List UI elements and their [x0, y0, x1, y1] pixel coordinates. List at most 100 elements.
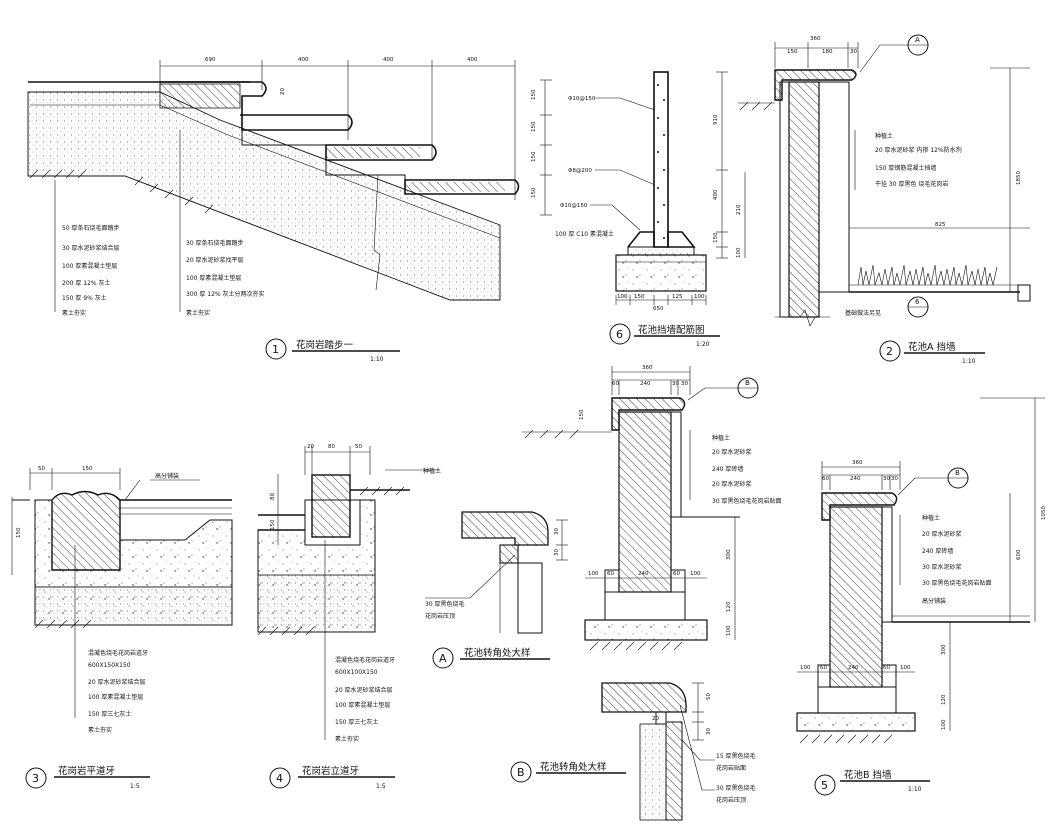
dim-400-a: 400 [298, 57, 309, 63]
note-2-5: 基础做法另见 [845, 309, 881, 317]
dim-b-20: 20 [652, 716, 659, 722]
note-5-3: 240 厚砖墙 [922, 547, 953, 555]
dim-5-120: 120 [941, 694, 947, 705]
detail-2-balloon [879, 340, 901, 362]
detail-3-title: 花岗岩平道牙 [58, 765, 115, 777]
callout-b-m-text: B [745, 379, 750, 387]
detail-5-scale: 1:10 [908, 786, 922, 793]
dim-150-a: 150 [531, 89, 537, 100]
note-b-4: 花岗岩压顶 [716, 796, 746, 804]
detail-4-title: 花岗岩立道牙 [302, 765, 359, 777]
detail-2-planter-a-wall: 360 150 180 30 1850 825 A 6 [738, 34, 1031, 365]
dim-360-a: 360 [810, 36, 821, 42]
dim-5-30b: 30 [891, 476, 898, 482]
note-3-5: 150 厚三七灰土 [88, 710, 131, 718]
note-4-2: 600X100X150 [335, 669, 378, 676]
detail-b-title: 花池转角处大样 [540, 761, 607, 773]
note-1-l5: 150 厚 9% 灰土 [62, 294, 107, 302]
dim-150-a2: 150 [787, 49, 798, 55]
note-3-3: 20 厚水泥砂浆结合层 [88, 678, 146, 686]
detail-6-scale: 1:20 [696, 341, 710, 348]
detail-3-flat-curb: 50 150 150 高分铺装 混凝色烧毛花岗岩道牙 600X150X150 2… [11, 466, 233, 790]
note-3-6: 素土夯实 [88, 726, 112, 734]
note-4-6: 素土夯实 [335, 735, 359, 743]
dim-1850: 1850 [1016, 171, 1022, 185]
detail-1-scale: 1:10 [370, 356, 384, 363]
rebar-3: Φ10@150 [560, 203, 588, 209]
note-1-l1: 50 厚条石烧毛面踏步 [62, 224, 120, 232]
dim-5-600: 600 [1016, 549, 1022, 560]
dim-m-100b: 100 [690, 571, 701, 577]
detail-3-number: 3 [32, 772, 39, 785]
detail-2-title: 花池A 挡墙 [908, 341, 956, 353]
detail-6-title: 花池挡墙配筋图 [638, 324, 705, 336]
dim-m-120: 120 [726, 601, 732, 612]
dim-400-c: 400 [467, 57, 478, 63]
rebar-2: Φ8@200 [568, 168, 592, 174]
dim-5-240: 240 [850, 476, 861, 482]
detail-1-number: 1 [272, 343, 279, 356]
note-2-2: 20 厚水泥砂浆 内掺 12%防水剂 [875, 146, 962, 154]
detail-a-label: A [439, 652, 447, 665]
detail-1-stone-steps: 690 400 400 400 150 150 150 150 20 [27, 57, 552, 363]
dim-5-100a: 100 [800, 665, 811, 671]
note-3-4: 100 厚素混凝土垫层 [88, 693, 143, 701]
note-m-3: 240 厚砖墙 [712, 465, 743, 473]
dim-3-150: 150 [82, 466, 93, 472]
dim-5-100b: 100 [900, 665, 911, 671]
note-m-4: 20 厚水泥砂浆 [712, 480, 752, 488]
dim-5-60b: 60 [820, 665, 827, 671]
dim-210-6: 210 [736, 204, 742, 215]
note-1-l3: 100 厚素混凝土垫层 [62, 262, 117, 270]
dim-4-50: 50 [355, 444, 362, 450]
detail-6-balloon [609, 323, 631, 345]
dim-b-100b: 100 [694, 294, 705, 300]
dim-150-6: 150 [713, 232, 719, 243]
dim-100-6: 100 [736, 247, 742, 258]
dim-m-240b: 240 [638, 571, 649, 577]
note-1-l6: 素土夯实 [62, 309, 86, 317]
note-4-4: 100 厚素混凝土垫层 [335, 701, 390, 709]
dim-b-150: 150 [634, 294, 645, 300]
note-1-r5: 素土夯实 [186, 309, 210, 317]
dim-b-100a: 100 [617, 294, 628, 300]
detail-5-balloon [814, 774, 836, 796]
detail-middle-wall: 360 60 240 30 30 150 100 60 240 60 100 3… [522, 365, 782, 651]
dim-m-100a: 100 [588, 571, 599, 577]
note-m-2: 20 厚水泥砂浆 [712, 448, 752, 456]
dim-5-1050: 1050 [1041, 506, 1047, 520]
detail-b-corner: 50 30 20 15 厚黑色烧毛 花岗岩贴面 30 厚黑色烧毛 花岗岩压顶 B… [510, 682, 756, 821]
note-5-4: 30 厚水泥砂浆 [922, 563, 962, 571]
detail-3-scale: 1:5 [130, 783, 140, 790]
dim-690: 690 [205, 57, 216, 63]
dim-4-150v: 150 [270, 519, 276, 530]
dim-a-30a: 30 [554, 528, 560, 535]
detail-a-balloon [432, 647, 454, 669]
note-2-1: 种植土 [875, 132, 893, 140]
note-1-l4: 200 厚 12% 灰土 [62, 279, 111, 287]
dim-825: 825 [935, 222, 946, 228]
dim-m-60c: 60 [673, 571, 680, 577]
note-a-2: 花岗岩压顶 [425, 612, 455, 620]
note-4-3: 20 厚水泥砂浆结合层 [335, 686, 393, 694]
note-1-r4: 300 厚 12% 灰土分两次夯实 [186, 290, 265, 298]
detail-4-scale: 1:5 [376, 783, 386, 790]
note-b-3: 30 厚黑色烧毛 [716, 784, 756, 792]
note-2-4: 干挂 30 厚黑色 烧毛花岗岩 [875, 180, 948, 188]
detail-4-balloon [269, 767, 291, 789]
note-4-top: 种植土 [423, 467, 441, 475]
dim-5-100: 100 [941, 719, 947, 730]
callout-a-2-text: A [915, 36, 920, 44]
dim-20: 20 [280, 88, 286, 95]
dim-m-150: 150 [579, 409, 585, 420]
dim-5-30a: 30 [883, 476, 890, 482]
note-1-r1: 30 厚条石烧毛面踏步 [186, 239, 244, 247]
dim-30-a2: 30 [850, 49, 857, 55]
note-m-1: 种植土 [712, 434, 730, 442]
detail-2-number: 2 [886, 345, 893, 358]
dim-4-80v: 80 [270, 493, 276, 500]
rebar-1: Φ10@150 [568, 96, 596, 102]
note-6-concrete: 100 厚 C10 素混凝土 [555, 230, 614, 238]
dim-5-60: 60 [822, 476, 829, 482]
